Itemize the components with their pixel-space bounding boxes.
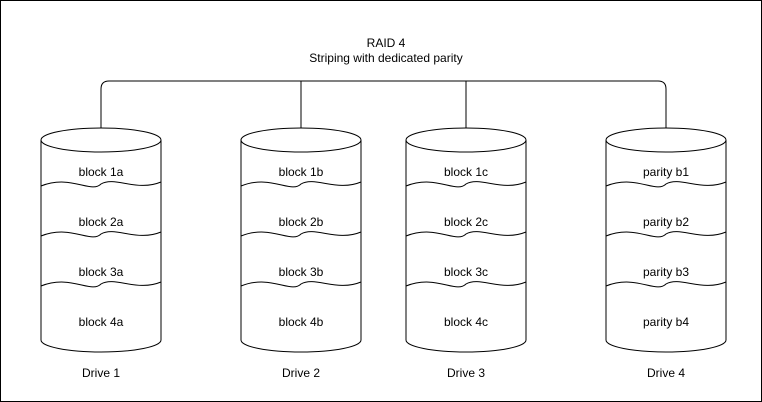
drive-label: Drive 4	[647, 366, 685, 380]
block-separator	[605, 231, 727, 238]
diagram-title: RAID 4	[367, 36, 406, 50]
diagram-subtitle: Striping with dedicated parity	[309, 51, 462, 65]
drive-cylinder-top	[240, 127, 362, 153]
drive-cylinder-top	[605, 127, 727, 153]
block-separator	[40, 281, 162, 288]
drive-cylinder-body	[40, 140, 162, 353]
block-separator	[405, 181, 527, 188]
block-label: block 1a	[79, 165, 124, 179]
block-separator	[240, 231, 362, 238]
block-label: parity b4	[643, 315, 689, 329]
drive-3: block 1c block 2c block 3c block 4c Drive 3	[405, 127, 527, 380]
drive-label: Drive 3	[447, 366, 485, 380]
block-label: block 3a	[79, 265, 124, 279]
block-label: parity b3	[643, 265, 689, 279]
drive-label: Drive 2	[282, 366, 320, 380]
drive-4: parity b1 parity b2 parity b3 parity b4 Driv…	[605, 127, 727, 380]
drive-cylinder-body	[405, 140, 527, 353]
block-separator	[405, 281, 527, 288]
block-separator	[240, 281, 362, 288]
block-label: block 2a	[79, 215, 124, 229]
block-label: parity b1	[643, 165, 689, 179]
block-label: block 4c	[444, 315, 488, 329]
block-separator	[40, 181, 162, 188]
drive-cylinder-top	[405, 127, 527, 153]
block-label: block 4a	[79, 315, 124, 329]
block-label: block 1b	[279, 165, 324, 179]
drive-cylinder-top	[40, 127, 162, 153]
drive-label: Drive 1	[82, 366, 120, 380]
drive-1: block 1a block 2a block 3a block 4a Drive 1	[40, 127, 162, 380]
block-separator	[240, 181, 362, 188]
drive-2: block 1b block 2b block 3b block 4b Drive 2	[240, 127, 362, 380]
block-label: block 3b	[279, 265, 324, 279]
drive-cylinder-body	[605, 140, 727, 353]
block-label: block 1c	[444, 165, 488, 179]
block-label: block 4b	[279, 315, 324, 329]
block-separator	[405, 231, 527, 238]
block-label: block 2b	[279, 215, 324, 229]
drive-cylinder-body	[240, 140, 362, 353]
block-label: block 3c	[444, 265, 488, 279]
bus-line	[100, 80, 667, 128]
block-separator	[40, 231, 162, 238]
block-label: block 2c	[444, 215, 488, 229]
bus-connector	[100, 80, 667, 128]
block-separator	[605, 181, 727, 188]
block-label: parity b2	[643, 215, 689, 229]
block-separator	[605, 281, 727, 288]
